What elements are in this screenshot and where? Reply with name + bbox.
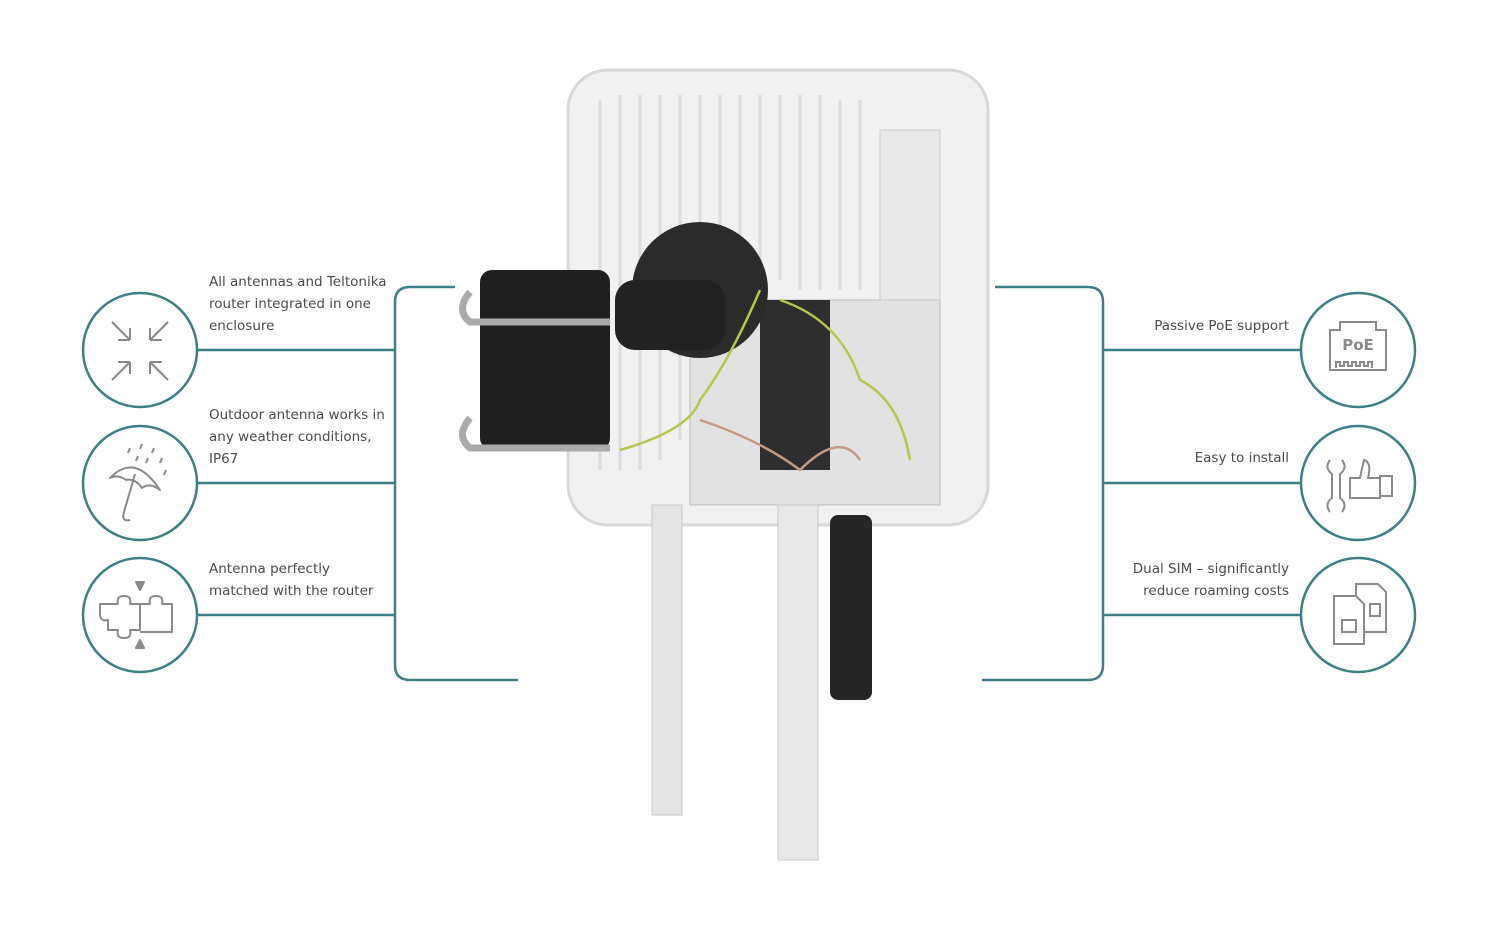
label-line: Antenna perfectly: [209, 561, 331, 577]
right-bracket: [982, 285, 1105, 682]
label-line: reduce roaming costs: [1143, 583, 1289, 599]
poe-icon-text: PoE: [1342, 336, 1374, 354]
label-line: matched with the router: [209, 583, 374, 599]
label-line: any weather conditions,: [209, 429, 372, 445]
poe-port-icon: PoE: [1329, 321, 1387, 371]
label-line: IP67: [209, 451, 239, 467]
label-line: Easy to install: [1194, 450, 1289, 466]
feature-easy-install-label: Easy to install: [1099, 447, 1289, 469]
product-image-antenna-router: [459, 68, 990, 861]
feature-integrated-enclosure-label: All antennas and Teltonika router integr…: [209, 271, 399, 337]
feature-dual-sim-label: Dual SIM – significantly reduce roaming …: [1099, 558, 1289, 602]
label-line: All antennas and Teltonika: [209, 274, 387, 290]
wrench-thumbs-up-icon: [1326, 458, 1393, 513]
feature-weather-label: Outdoor antenna works in any weather con…: [209, 404, 399, 470]
feature-poe-label: Passive PoE support: [1099, 315, 1289, 337]
feature-matched-label: Antenna perfectly matched with the route…: [209, 558, 399, 602]
dual-sim-icon: [1333, 583, 1387, 645]
label-line: Dual SIM – significantly: [1132, 561, 1289, 577]
label-line: router integrated in one: [209, 296, 371, 312]
label-line: Passive PoE support: [1154, 318, 1289, 334]
label-line: Outdoor antenna works in: [209, 407, 385, 423]
umbrella-rain-icon: [109, 443, 167, 522]
puzzle-icon: [99, 581, 173, 649]
label-line: enclosure: [209, 318, 275, 334]
compress-arrows-icon: [111, 321, 169, 381]
